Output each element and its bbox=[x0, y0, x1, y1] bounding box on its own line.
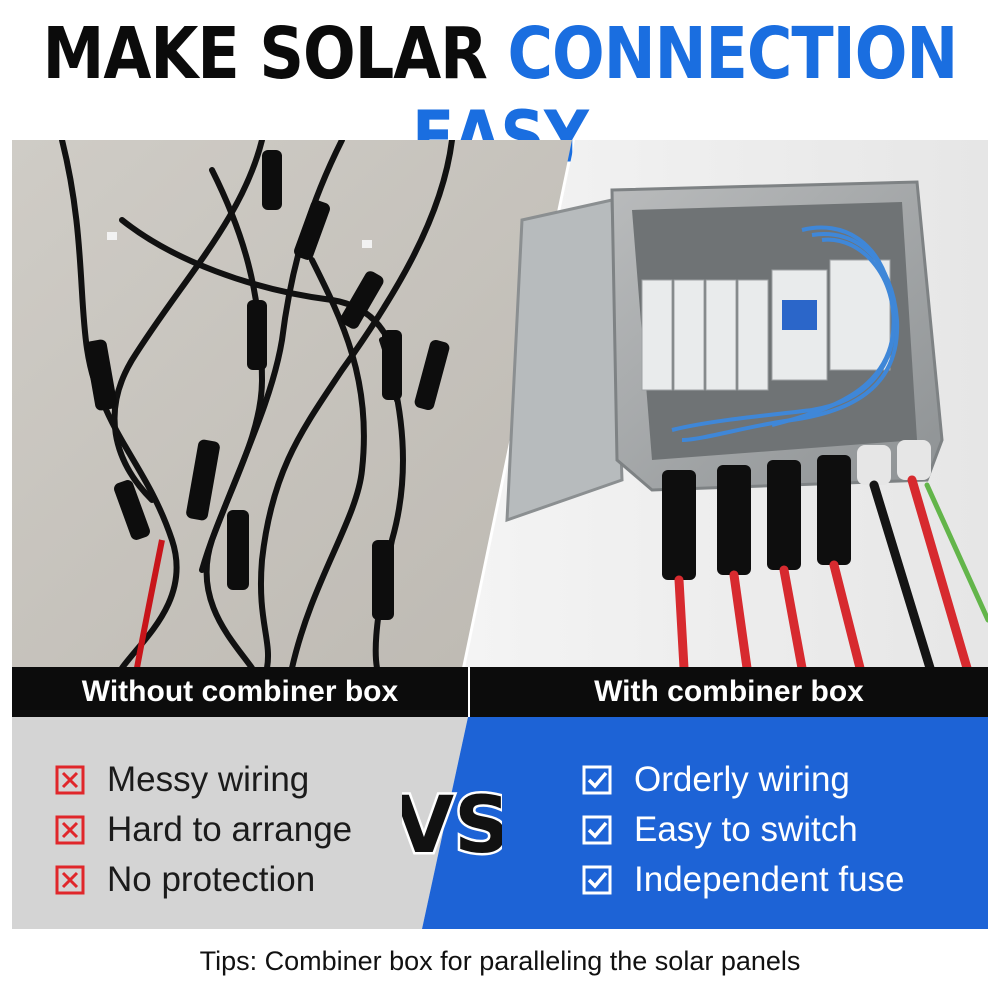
x-box-icon bbox=[55, 865, 85, 895]
vs-badge: VS bbox=[391, 778, 513, 874]
list-item: Hard to arrange bbox=[55, 805, 352, 855]
advantages-list: Orderly wiring Easy to switch Independen… bbox=[582, 755, 905, 905]
list-item: No protection bbox=[55, 855, 352, 905]
item-text: No protection bbox=[107, 860, 316, 899]
comparison-photo bbox=[12, 140, 988, 668]
check-box-icon bbox=[582, 815, 612, 845]
title-part-black: MAKE SOLAR bbox=[42, 11, 488, 95]
item-text: Hard to arrange bbox=[107, 810, 353, 849]
vs-text: VS bbox=[402, 781, 502, 868]
with-combiner-label: With combiner box bbox=[470, 667, 988, 717]
item-text: Independent fuse bbox=[634, 860, 905, 899]
combiner-box-photo bbox=[465, 140, 988, 668]
without-combiner-label: Without combiner box bbox=[12, 667, 468, 717]
item-text: Messy wiring bbox=[107, 760, 310, 799]
comparison-panels bbox=[12, 717, 988, 929]
tips-caption: Tips: Combiner box for paralleling the s… bbox=[199, 946, 801, 976]
check-box-icon bbox=[582, 865, 612, 895]
disadvantages-list: Messy wiring Hard to arrange No protecti… bbox=[55, 755, 352, 905]
list-item: Orderly wiring bbox=[582, 755, 905, 805]
list-item: Easy to switch bbox=[582, 805, 905, 855]
item-text: Easy to switch bbox=[634, 810, 858, 849]
list-item: Independent fuse bbox=[582, 855, 905, 905]
messy-wiring-photo bbox=[12, 140, 572, 668]
page-title: MAKE SOLAR CONNECTION EASY bbox=[0, 11, 1000, 179]
item-text: Orderly wiring bbox=[634, 760, 850, 799]
x-box-icon bbox=[55, 765, 85, 795]
x-box-icon bbox=[55, 815, 85, 845]
check-box-icon bbox=[582, 765, 612, 795]
title-part-blue: CONNECTION EASY bbox=[412, 11, 958, 179]
list-item: Messy wiring bbox=[55, 755, 352, 805]
